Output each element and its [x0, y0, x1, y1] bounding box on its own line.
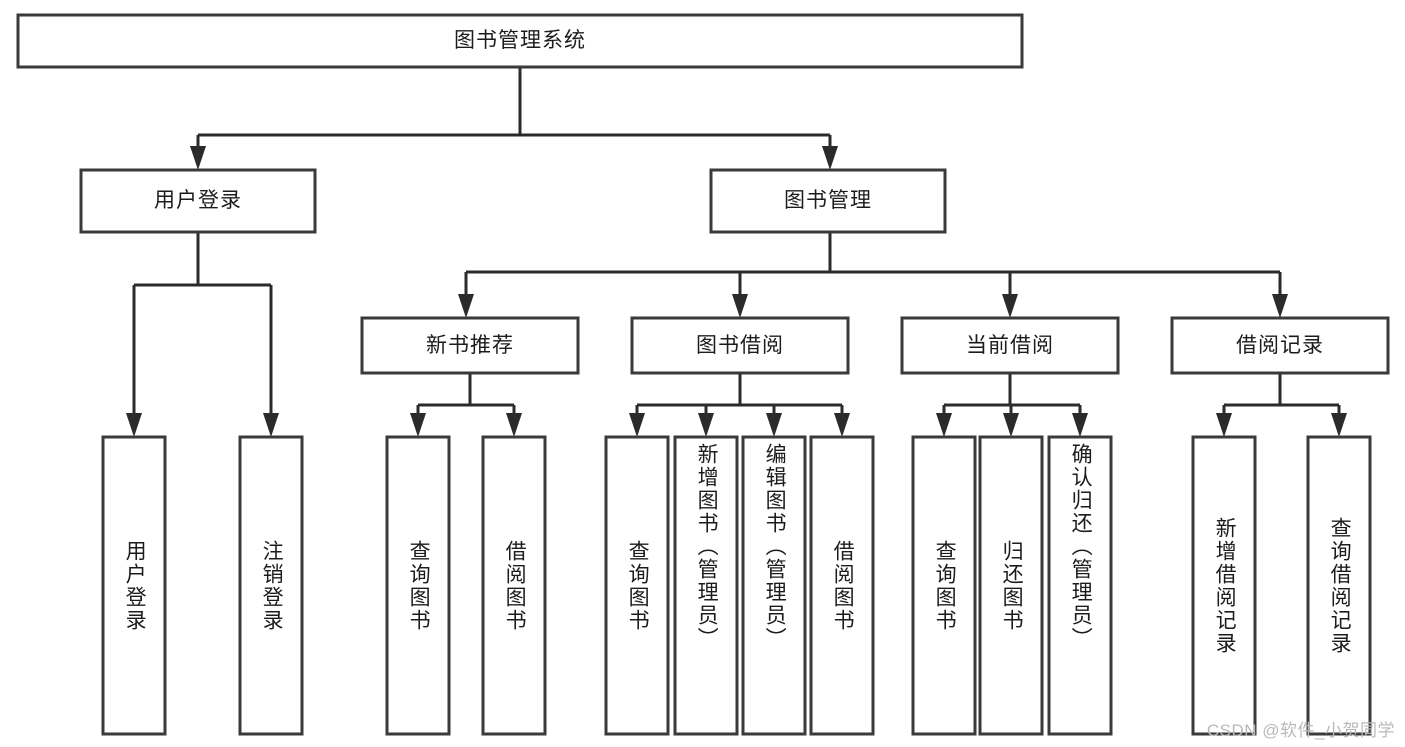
node-leaf-borrow-book-2[interactable] — [809, 435, 875, 736]
node-leaf-query-book-1[interactable] — [385, 435, 451, 736]
node-leaf-query-record[interactable] — [1306, 435, 1372, 736]
node-book-borrow[interactable] — [630, 316, 850, 375]
node-book-management[interactable] — [709, 168, 947, 234]
node-leaf-add-record[interactable] — [1191, 435, 1257, 736]
arrow-head-leaf-confirm-return — [1072, 413, 1088, 437]
connector-layer — [126, 67, 1347, 437]
node-user-login[interactable] — [79, 168, 317, 234]
node-leaf-query-book-3[interactable] — [911, 435, 977, 736]
arrow-head-new-book-recommend — [458, 294, 474, 318]
arrow-head-borrow-record — [1272, 294, 1288, 318]
watermark-text: CSDN @软件_小贺同学 — [1206, 721, 1395, 740]
arrow-head-current-borrow — [1002, 294, 1018, 318]
arrow-head-leaf-edit-book — [766, 413, 782, 437]
arrow-head-leaf-add-book — [698, 413, 714, 437]
arrow-head-leaf-add-record — [1216, 413, 1232, 437]
node-leaf-add-book[interactable] — [673, 435, 739, 736]
arrow-head-user-login — [190, 146, 206, 170]
node-new-book-recommend[interactable] — [360, 316, 580, 375]
arrow-head-leaf-borrow-book-2 — [834, 413, 850, 437]
node-leaf-user-login[interactable] — [101, 435, 167, 736]
arrow-head-leaf-borrow-book-1 — [506, 413, 522, 437]
box-layer — [16, 13, 1390, 736]
arrow-head-book-management — [822, 146, 838, 170]
node-current-borrow[interactable] — [900, 316, 1120, 375]
arrow-head-leaf-query-book-3 — [936, 413, 952, 437]
node-leaf-logout-login[interactable] — [238, 435, 304, 736]
arrow-head-leaf-query-book-2 — [629, 413, 645, 437]
arrow-head-leaf-query-book-1 — [410, 413, 426, 437]
node-leaf-return-book[interactable] — [978, 435, 1044, 736]
node-borrow-record[interactable] — [1170, 316, 1390, 375]
arrow-head-leaf-query-record — [1331, 413, 1347, 437]
arrow-head-leaf-user-login — [126, 413, 142, 437]
arrow-head-book-borrow — [732, 294, 748, 318]
node-leaf-confirm-return[interactable] — [1047, 435, 1113, 736]
node-leaf-borrow-book-1[interactable] — [481, 435, 547, 736]
node-leaf-edit-book[interactable] — [741, 435, 807, 736]
arrow-head-leaf-return-book — [1003, 413, 1019, 437]
arrow-head-leaf-logout-login — [263, 413, 279, 437]
node-root[interactable] — [16, 13, 1024, 69]
node-leaf-query-book-2[interactable] — [604, 435, 670, 736]
